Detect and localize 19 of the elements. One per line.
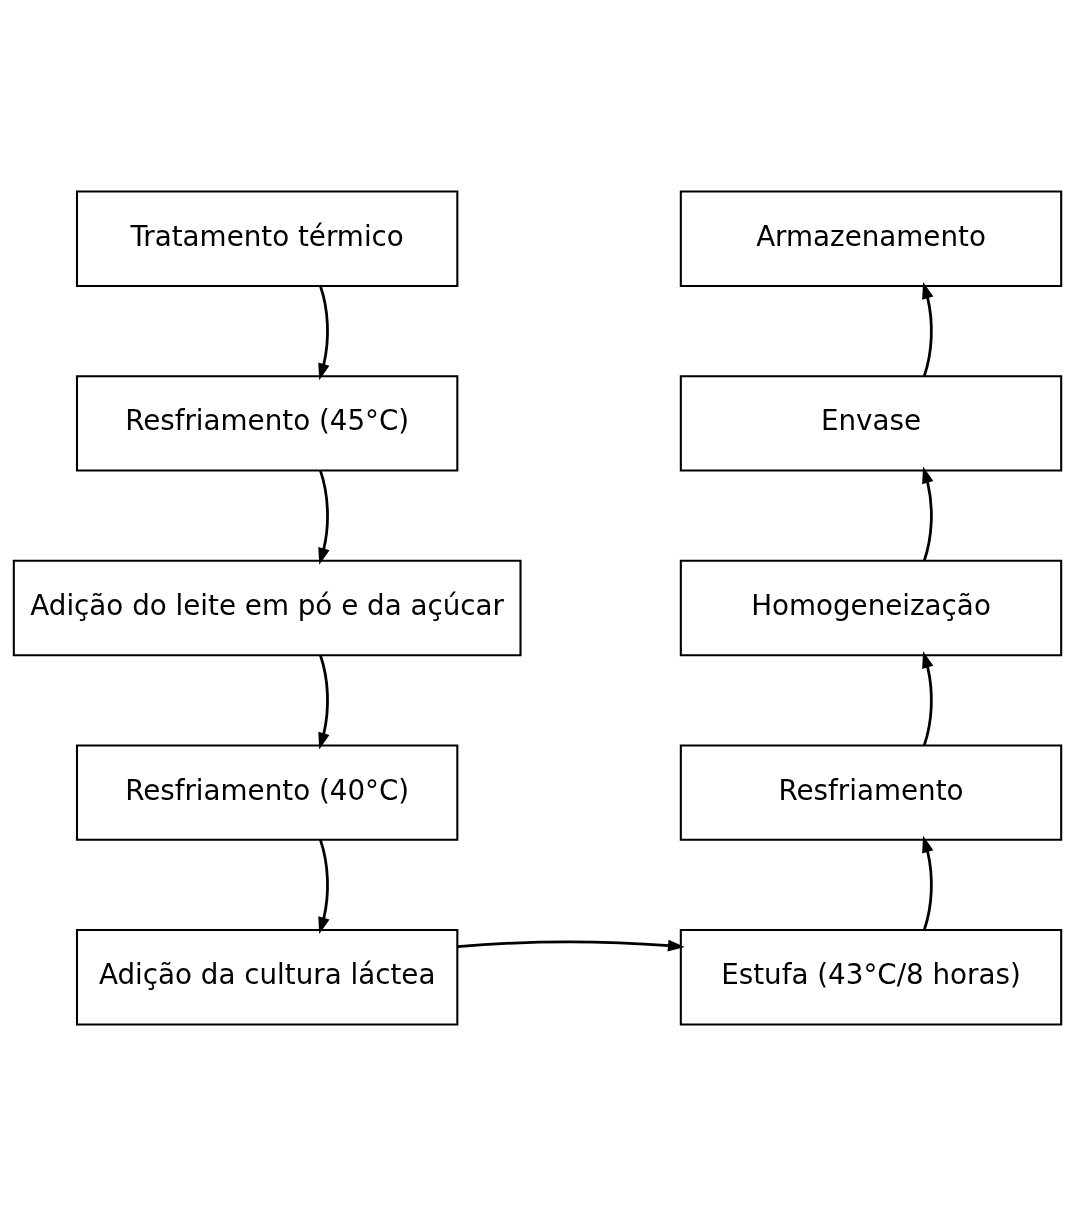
arrow xyxy=(318,654,330,750)
arrow xyxy=(457,939,685,952)
arrow xyxy=(318,839,330,935)
node-box: Resfriamento (40°C) xyxy=(75,744,459,841)
node-box: Tratamento térmico xyxy=(75,190,459,287)
node-box: Resfriamento xyxy=(679,744,1063,841)
node-box: Estufa (43°C/8 horas) xyxy=(679,929,1063,1026)
node-box: Adição da cultura láctea xyxy=(75,929,459,1026)
node-box: Armazenamento xyxy=(679,190,1063,287)
node-box: Envase xyxy=(679,375,1063,472)
arrow xyxy=(922,651,934,746)
arrow xyxy=(922,466,934,562)
node-box: Homogeneização xyxy=(679,559,1063,657)
arrow xyxy=(318,470,330,565)
node-box: Adição do leite em pó e da açúcar xyxy=(12,559,522,657)
arrow xyxy=(922,282,934,377)
node-box: Resfriamento (45°C) xyxy=(75,375,459,472)
arrow xyxy=(318,285,330,381)
arrow xyxy=(922,835,934,931)
